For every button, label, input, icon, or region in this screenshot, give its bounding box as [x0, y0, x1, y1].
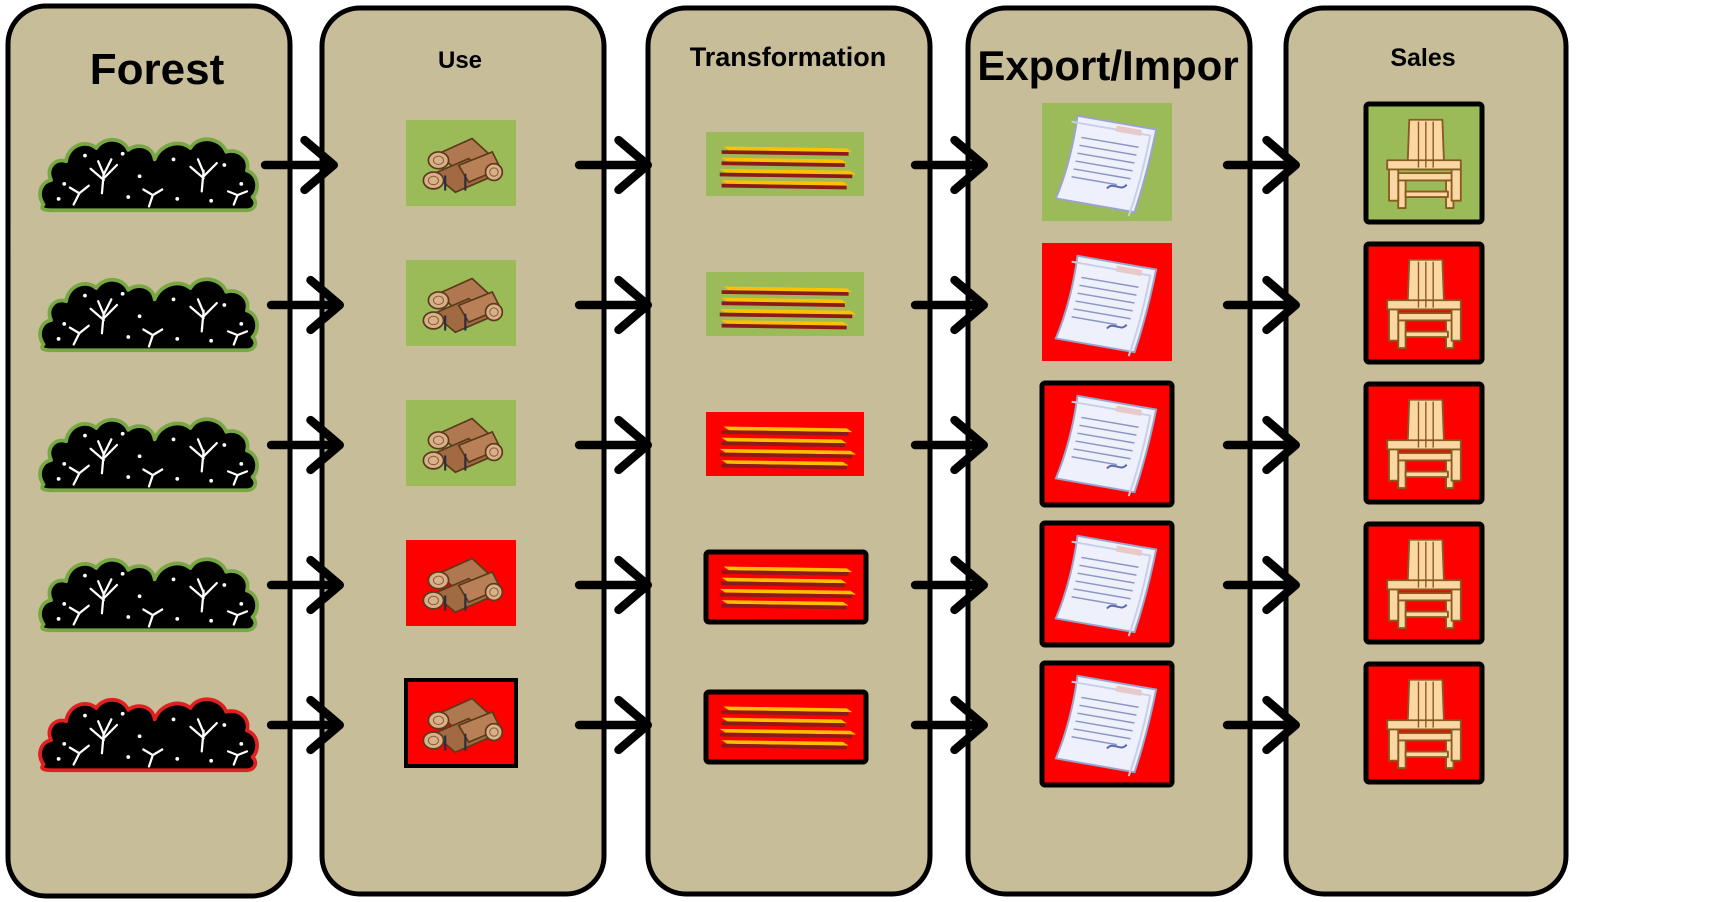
row-5 — [38, 660, 1485, 788]
column-title-use: Use — [438, 47, 482, 74]
row-4 — [38, 520, 1485, 648]
column-title-transformation: Transformation — [690, 42, 887, 72]
transformation-status-bad — [703, 549, 869, 625]
forest-icon — [38, 138, 259, 212]
transformation-status-bad — [703, 689, 869, 765]
column-title-sales: Sales — [1390, 44, 1455, 72]
row-3 — [38, 380, 1485, 508]
column-title-forest: Forest — [90, 45, 225, 94]
column-title-export-import: Export/Impor — [977, 42, 1238, 89]
forest-icon — [38, 418, 259, 492]
forest-icon — [38, 558, 259, 632]
forest-icon — [38, 698, 259, 772]
row-2 — [38, 241, 1485, 365]
row-1 — [38, 101, 1485, 225]
forest-icon — [38, 278, 259, 352]
